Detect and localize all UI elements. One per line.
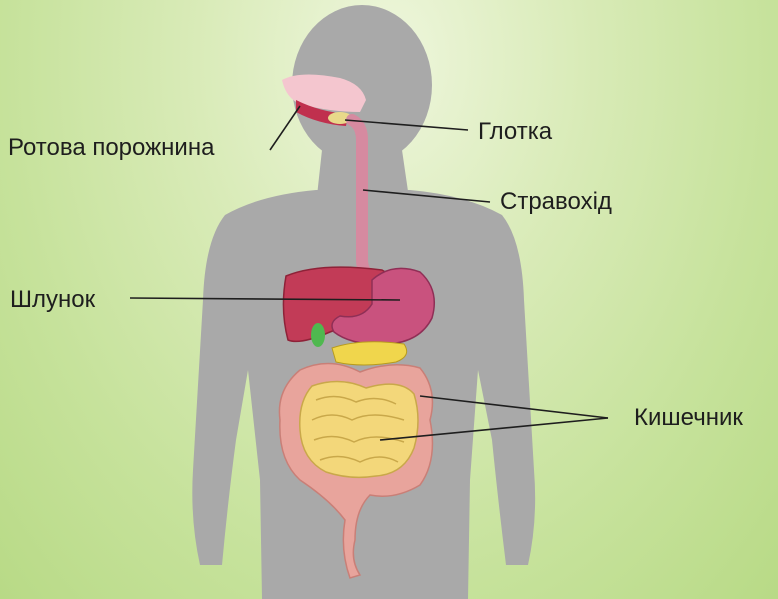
label-esophagus: Стравохід (500, 190, 612, 214)
pancreas-shape (332, 342, 407, 365)
label-intestine: Кишечник (634, 406, 743, 430)
label-mouth-cavity: Ротова порожнина (8, 136, 214, 160)
label-pharynx: Глотка (478, 120, 552, 144)
label-stomach: Шлунок (10, 288, 95, 312)
small-intestine (300, 381, 418, 477)
gallbladder-shape (311, 323, 325, 347)
